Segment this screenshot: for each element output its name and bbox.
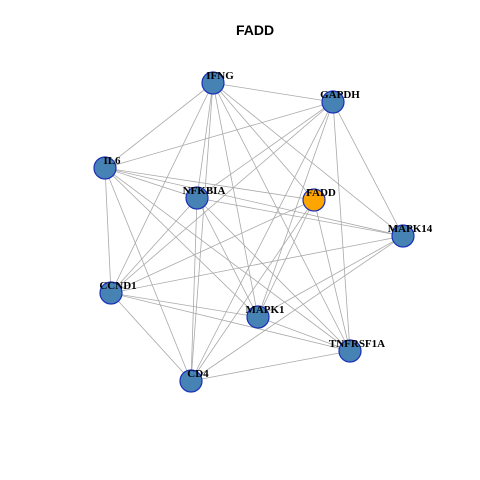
edge-mapk14-ccnd1	[110, 235, 404, 294]
node-label-mapk14: MAPK14	[388, 223, 433, 235]
edge-gapdh-cd4	[190, 101, 334, 382]
node-layer	[93, 71, 415, 393]
node-label-tnfrsf1a: TNFRSF1A	[329, 338, 385, 350]
node-label-fadd: FADD	[306, 187, 336, 199]
node-mapk14	[391, 224, 415, 248]
edge-ifng-nfkbia	[196, 82, 214, 199]
edge-ccnd1-tnfrsf1a	[110, 292, 351, 352]
edge-ifng-mapk14	[212, 82, 404, 237]
edge-il6-nfkbia	[104, 167, 198, 199]
node-il6	[93, 156, 117, 180]
node-cd4	[179, 369, 203, 393]
edge-tnfrsf1a-cd4	[190, 350, 351, 382]
edge-gapdh-ccnd1	[110, 101, 334, 294]
node-mapk1	[246, 305, 270, 329]
edge-mapk1-tnfrsf1a	[257, 316, 351, 352]
edge-nfkbia-tnfrsf1a	[196, 197, 351, 352]
edge-il6-mapk14	[104, 167, 404, 237]
node-nfkbia	[185, 186, 209, 210]
edge-il6-fadd	[104, 167, 315, 201]
edge-ccnd1-cd4	[110, 292, 192, 382]
edge-il6-tnfrsf1a	[104, 167, 351, 352]
edge-gapdh-nfkbia	[196, 101, 334, 199]
node-gapdh	[321, 90, 345, 114]
edge-ifng-tnfrsf1a	[212, 82, 351, 352]
edge-il6-mapk1	[104, 167, 259, 318]
edge-fadd-ccnd1	[110, 199, 315, 294]
node-label-cd4: CD4	[187, 368, 209, 380]
edge-gapdh-tnfrsf1a	[332, 101, 351, 352]
edge-ifng-ccnd1	[110, 82, 214, 294]
edge-gapdh-mapk1	[257, 101, 334, 318]
edge-mapk14-mapk1	[257, 235, 404, 318]
edge-fadd-cd4	[190, 199, 315, 382]
edge-ifng-mapk1	[212, 82, 259, 318]
edge-layer	[104, 82, 404, 382]
edge-ifng-cd4	[190, 82, 214, 382]
edge-mapk14-cd4	[190, 235, 404, 382]
edge-nfkbia-ccnd1	[110, 197, 198, 294]
edge-ifng-gapdh	[212, 82, 334, 103]
node-label-gapdh: GAPDH	[320, 89, 360, 101]
node-ifng	[201, 71, 225, 95]
edge-il6-ccnd1	[104, 167, 112, 294]
node-label-mapk1: MAPK1	[245, 304, 284, 316]
edge-gapdh-il6	[104, 101, 334, 169]
node-label-nfkbia: NFKBIA	[183, 185, 226, 197]
edge-ifng-fadd	[212, 82, 315, 201]
node-tnfrsf1a	[338, 339, 362, 363]
node-label-ccnd1: CCND1	[99, 280, 136, 292]
node-fadd	[302, 188, 326, 212]
diagram-title: FADD	[236, 22, 274, 38]
edge-nfkbia-cd4	[190, 197, 198, 382]
edge-il6-cd4	[104, 167, 192, 382]
edge-ccnd1-mapk1	[110, 292, 259, 318]
edge-gapdh-mapk14	[332, 101, 404, 237]
node-ccnd1	[99, 281, 123, 305]
edge-nfkbia-mapk14	[196, 197, 404, 237]
node-label-ifng: IFNG	[206, 70, 234, 82]
node-label-il6: IL6	[103, 155, 121, 167]
edge-ifng-il6	[104, 82, 214, 169]
